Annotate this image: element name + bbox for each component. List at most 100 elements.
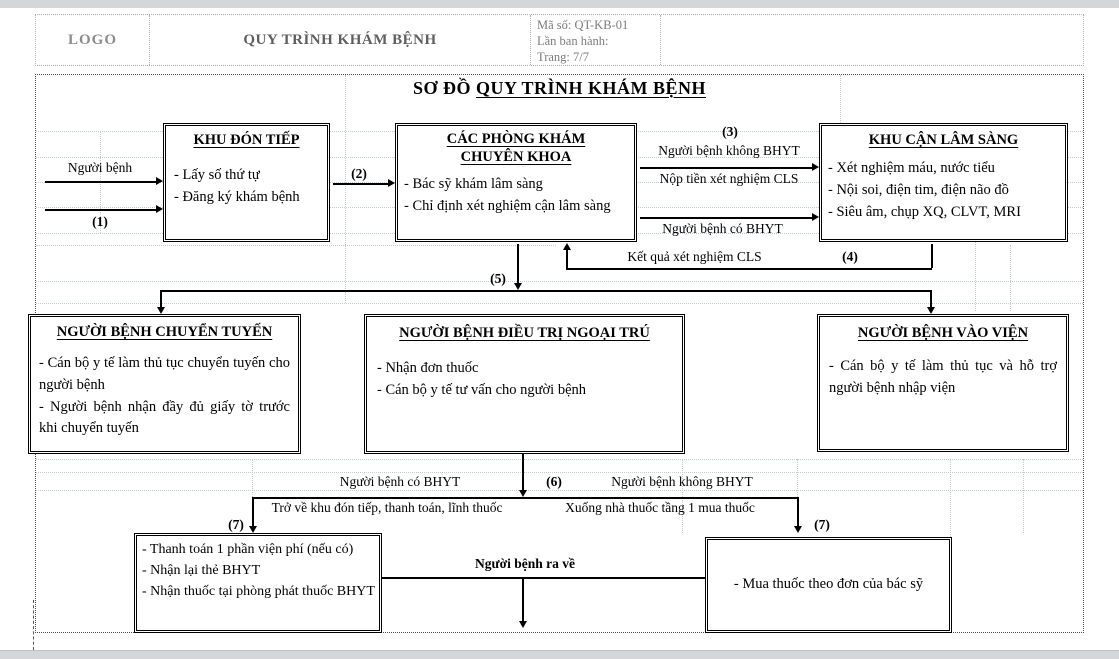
gridline (840, 75, 841, 131)
gridline (1010, 245, 1011, 311)
label-step5: (5) (490, 271, 506, 286)
box-reception-item: - Lấy số thứ tự (174, 167, 260, 184)
gridline (36, 281, 1083, 282)
box-clinics-title: CÁC PHÒNG KHÁM CHUYÊN KHOA (446, 131, 586, 166)
diagram-title-plain: SƠ ĐỒ (412, 78, 471, 98)
box-clinics-item: - Chỉ định xét nghiệm cận lâm sàng (404, 198, 611, 214)
box-transfer: NGƯỜI BỆNH CHUYỂN TUYẾN - Cán bộ y tế là… (28, 314, 301, 454)
box-pharmacy-item: - Mua thuốc theo đơn của bác sỹ (733, 576, 924, 593)
arrowhead-icon (514, 283, 522, 290)
flow-line (333, 183, 388, 185)
box-bhyt-checkout: - Thanh toán 1 phần viện phí (nếu có) - … (134, 533, 382, 633)
flow-line (566, 249, 568, 268)
label-step4: (4) (842, 249, 858, 264)
margin-marker (33, 600, 34, 650)
doc-pagenum: Trang: 7/7 (537, 50, 589, 64)
box-transfer-item: - Người bệnh nhận đầy đủ giấy tờ trước k… (39, 398, 290, 437)
page-bottom-margin (0, 650, 1119, 659)
flow-line (566, 268, 932, 270)
label-patient: Người bệnh (67, 160, 133, 175)
box-outpatient: NGƯỜI BỆNH ĐIỀU TRỊ NGOẠI TRÚ - Nhận đơn… (364, 314, 685, 454)
arrowhead-icon (927, 307, 935, 314)
gridline (975, 233, 976, 311)
box-transfer-item: - Cán bộ y tế làm thủ tục chuyển tuyến c… (39, 355, 290, 393)
label-has-bhyt-bottom: Người bệnh có BHYT (339, 474, 461, 489)
box-paraclinical-item: - Siêu âm, chụp XQ, CLVT, MRI (828, 203, 1021, 220)
diagram-title: SƠ ĐỒ QUY TRÌNH KHÁM BỆNH (35, 78, 1084, 99)
label-step6: (6) (546, 474, 562, 489)
flow-line (382, 577, 705, 579)
gridline (682, 459, 683, 533)
gridline (36, 245, 556, 246)
label-pay-cls: Nộp tiền xét nghiệm CLS (659, 171, 799, 186)
arrowhead-icon (388, 179, 395, 187)
gridline (950, 459, 951, 537)
arrowhead-icon (519, 621, 527, 628)
flow-line (931, 244, 933, 268)
flow-line (517, 244, 519, 283)
doc-code: Mã số: QT-KB-01 (537, 18, 629, 32)
flow-line (522, 454, 524, 490)
label-step7-right: (7) (814, 517, 830, 532)
label-return-reception: Trở về khu đón tiếp, thanh toán, lĩnh th… (271, 500, 503, 515)
flow-line (640, 167, 812, 169)
box-paraclinical-item: - Xét nghiệm máu, nước tiểu (828, 160, 995, 177)
box-clinics: CÁC PHÒNG KHÁM CHUYÊN KHOA - Bác sỹ khám… (395, 123, 637, 242)
label-no-bhyt-bottom: Người bệnh không BHYT (611, 474, 753, 489)
label-step3: (3) (722, 124, 738, 139)
label-go-pharmacy: Xuống nhà thuốc tầng 1 mua thuốc (565, 500, 755, 515)
label-step1: (1) (92, 214, 108, 229)
label-has-bhyt-top: Người bệnh có BHYT (662, 221, 783, 236)
arrowhead-icon (249, 526, 257, 533)
box-bhyt-checkout-item: - Nhận lại thẻ BHYT (142, 563, 261, 578)
box-outpatient-item: - Nhận đơn thuốc (377, 360, 479, 377)
document-title: QUY TRÌNH KHÁM BỆNH (150, 15, 531, 65)
flow-line (45, 209, 157, 211)
arrowhead-icon (812, 213, 819, 221)
box-reception-item: - Đăng ký khám bệnh (174, 188, 300, 205)
box-pharmacy: - Mua thuốc theo đơn của bác sỹ (705, 537, 952, 633)
box-transfer-title: NGƯỜI BỆNH CHUYỂN TUYẾN (56, 324, 273, 340)
label-no-bhyt-top: Người bệnh không BHYT (658, 143, 800, 158)
page-top-margin (0, 0, 1119, 8)
box-paraclinical-item: - Nội soi, điện tim, điện não đồ (828, 181, 1009, 198)
doc-issue: Lần ban hành: (537, 34, 609, 48)
arrowhead-icon (794, 526, 802, 533)
arrowhead-icon (156, 205, 163, 213)
flow-line (252, 497, 798, 499)
box-reception: KHU ĐÓN TIẾP - Lấy số thứ tự - Đăng ký k… (163, 123, 330, 242)
arrowhead-icon (563, 243, 571, 250)
gridline (252, 459, 253, 497)
box-paraclinical: KHU CẬN LÂM SÀNG - Xét nghiệm máu, nước … (819, 123, 1068, 242)
flow-line (160, 290, 162, 307)
flow-line (252, 497, 254, 526)
flow-line (930, 290, 932, 307)
logo-placeholder: LOGO (36, 15, 150, 65)
gridline (345, 75, 346, 303)
box-bhyt-checkout-item: - Nhận thuốc tại phòng phát thuốc BHYT (142, 584, 375, 599)
gridline (36, 303, 1083, 304)
diagram-title-underlined: QUY TRÌNH KHÁM BỆNH (475, 78, 707, 98)
arrowhead-icon (519, 490, 527, 497)
flow-line (640, 217, 812, 219)
flow-line (522, 577, 524, 621)
box-clinics-item: - Bác sỹ khám lâm sàng (404, 176, 543, 193)
flow-line (797, 497, 799, 526)
box-bhyt-checkout-item: - Thanh toán 1 phần viện phí (nếu có) (142, 542, 354, 557)
box-outpatient-title: NGƯỜI BỆNH ĐIỀU TRỊ NGOẠI TRÚ (399, 325, 650, 341)
document-header: LOGO QUY TRÌNH KHÁM BỆNH Mã số: QT-KB-01… (35, 14, 1084, 66)
gridline (797, 459, 798, 497)
gridline (36, 490, 1083, 491)
arrowhead-icon (156, 177, 163, 185)
box-paraclinical-title: KHU CẬN LÂM SÀNG (868, 132, 1019, 148)
gridline (1023, 459, 1024, 533)
box-admission-item: - Cán bộ y tế làm thủ tục và hỗ trợ ngườ… (829, 358, 1057, 396)
box-outpatient-item: - Cán bộ y tế tư vấn cho người bệnh (377, 381, 587, 398)
flow-line (160, 290, 931, 292)
box-reception-title: KHU ĐÓN TIẾP (193, 132, 300, 148)
label-cls-result: Kết quả xét nghiệm CLS (627, 249, 762, 264)
label-step2: (2) (351, 166, 367, 181)
box-admission: NGƯỜI BỆNH VÀO VIỆN - Cán bộ y tế làm th… (817, 314, 1069, 452)
arrowhead-icon (157, 307, 165, 314)
